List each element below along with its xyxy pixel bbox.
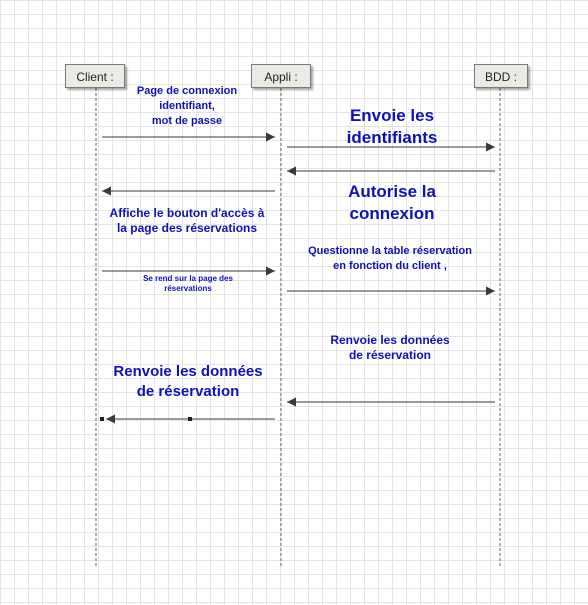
label-db-returns: Renvoie les données de réservation xyxy=(300,333,480,363)
label-login-page: Page de connexion identifiant, mot de pa… xyxy=(112,84,262,129)
label-db-returns-line2: de réservation xyxy=(348,348,432,362)
label-login-page-line2: identifiant, xyxy=(159,100,215,112)
label-show-button-line2: la page des réservations xyxy=(116,221,258,235)
label-app-returns-line2: de réservation xyxy=(136,383,240,400)
label-send-ids: Envoie les identifiants xyxy=(292,105,492,149)
label-query-table-line2: en fonction du client , xyxy=(333,260,447,272)
label-app-returns: Renvoie les données de réservation xyxy=(96,362,280,402)
label-show-button: Affiche le bouton d'accès à la page des … xyxy=(92,206,282,236)
label-show-button-line1: Affiche le bouton d'accès à xyxy=(109,206,265,220)
label-send-ids-line2: identifiants xyxy=(346,128,438,147)
selection-handle-left xyxy=(100,417,104,421)
actor-client[interactable]: Client : xyxy=(65,64,125,88)
label-query-table-line1: Questionne la table réservation xyxy=(308,245,472,257)
label-authorize-line2: connexion xyxy=(349,204,435,223)
actor-appli[interactable]: Appli : xyxy=(251,64,311,88)
label-goto-page: Se rend sur la page des réservations xyxy=(118,274,258,294)
actor-bdd[interactable]: BDD : xyxy=(474,64,528,88)
label-login-page-line1: Page de connexion xyxy=(136,85,238,97)
label-goto-page-line1: Se rend sur la page des xyxy=(143,274,233,283)
label-login-page-line3: mot de passe xyxy=(151,115,223,127)
label-send-ids-line1: Envoie les xyxy=(349,106,435,125)
label-authorize-line1: Autorise la xyxy=(348,182,436,201)
label-db-returns-line1: Renvoie les données xyxy=(330,333,450,347)
label-query-table: Questionne la table réservation en fonct… xyxy=(290,244,490,274)
label-app-returns-line1: Renvoie les données xyxy=(113,363,263,380)
label-goto-page-line2: réservations xyxy=(164,284,212,293)
label-authorize: Autorise la connexion xyxy=(292,181,492,225)
selection-handle-mid xyxy=(188,417,192,421)
